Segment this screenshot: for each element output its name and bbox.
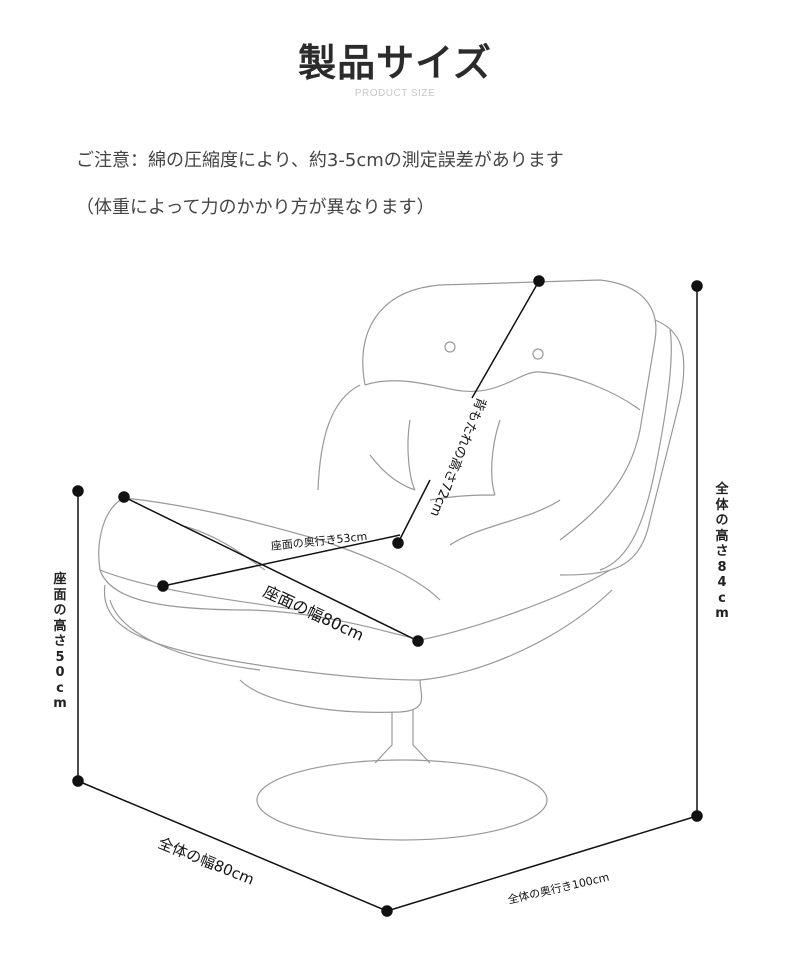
chair-illustration <box>98 279 685 841</box>
seat-height-label: 座面の高さ50cm <box>53 572 67 711</box>
dimension-lines <box>72 275 703 917</box>
total-height-label: 全体の高さ84cm <box>715 482 729 621</box>
page-title: 製品サイズ <box>298 41 492 85</box>
note-line-2: （体重によって力のかかり方が異なります） <box>76 197 435 218</box>
page-subtitle: PRODUCT SIZE <box>354 88 436 99</box>
note-line-1: ご注意：綿の圧縮度により、約3-5cmの測定誤差があります <box>76 150 564 171</box>
